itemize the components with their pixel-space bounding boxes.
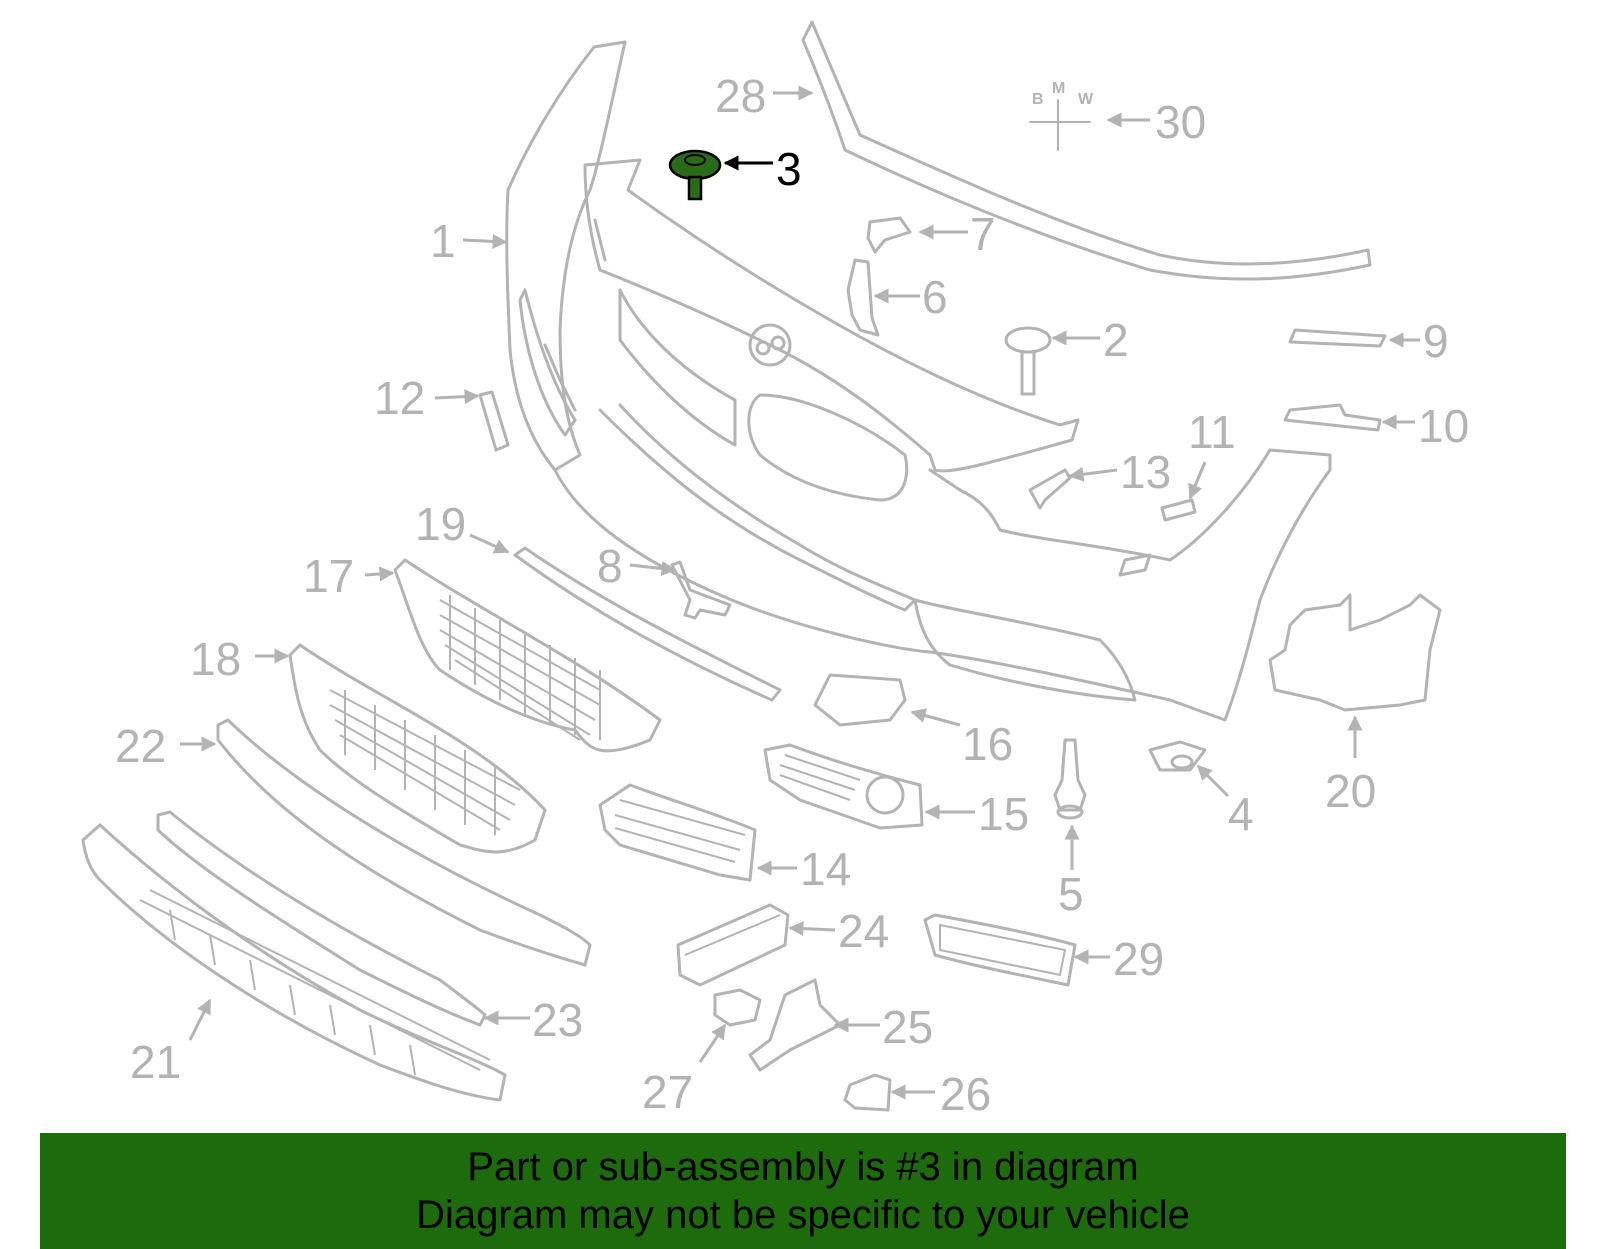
callout-4: 4 <box>1228 788 1254 840</box>
part-12-plate <box>478 390 510 452</box>
callout-28: 28 <box>715 70 766 122</box>
part-5-clip <box>1053 738 1087 820</box>
callout-6: 6 <box>922 271 948 323</box>
callout-21: 21 <box>130 1036 181 1088</box>
part-8-bracket <box>670 560 732 620</box>
callout-16: 16 <box>962 718 1013 770</box>
logo-letter-w: W <box>1078 91 1094 108</box>
part-1-bumper-cover <box>505 40 1332 722</box>
part-11-cap <box>1160 498 1197 522</box>
part-19-strip <box>513 546 782 702</box>
part-26-cap <box>843 1073 892 1112</box>
callout-12: 12 <box>374 372 425 424</box>
callout-24: 24 <box>838 905 889 957</box>
banner-line-part: Part or sub-assembly is #3 in diagram <box>467 1145 1139 1189</box>
callout-labels: 1 2 3 4 5 6 7 8 9 10 11 12 13 14 15 16 1… <box>115 70 1469 1120</box>
part-16-bracket <box>813 673 907 727</box>
part-28-trim-strip <box>801 20 1372 281</box>
part-29-trim <box>923 913 1077 987</box>
callout-25: 25 <box>882 1001 933 1053</box>
part-6-bracket <box>846 258 880 337</box>
callout-23: 23 <box>532 994 583 1046</box>
part-22-bar <box>216 718 592 967</box>
part-7-bracket <box>866 216 912 254</box>
callout-10: 10 <box>1418 400 1469 452</box>
part-27-bracket <box>713 988 762 1027</box>
callout-18: 18 <box>190 633 241 685</box>
callout-17: 17 <box>303 550 354 602</box>
part-25-bracket <box>748 978 842 1072</box>
callout-22: 22 <box>115 720 166 772</box>
logo-letter-m: M <box>1052 80 1065 97</box>
callout-2: 2 <box>1103 314 1129 366</box>
callout-arrows <box>180 85 1420 1100</box>
part-20-bracket <box>1268 593 1442 712</box>
callout-27: 27 <box>642 1066 693 1118</box>
callout-29: 29 <box>1113 933 1164 985</box>
callout-11: 11 <box>1188 406 1236 458</box>
part-4-nut <box>1148 740 1207 772</box>
callout-13: 13 <box>1120 446 1171 498</box>
callout-30: 30 <box>1155 96 1206 148</box>
part-2-screw <box>1004 326 1052 396</box>
logo-letter-b: B <box>1032 91 1044 108</box>
callout-20: 20 <box>1325 765 1376 817</box>
callout-15: 15 <box>978 788 1029 840</box>
part-10-trim <box>1283 403 1382 432</box>
callout-9: 9 <box>1423 315 1449 367</box>
part-3-screw-highlighted[interactable] <box>668 149 722 201</box>
info-banner: Part or sub-assembly is #3 in diagram Di… <box>40 1133 1566 1249</box>
part-24-bracket <box>676 903 790 987</box>
part-17-grille <box>393 558 662 753</box>
part-23-bar <box>156 810 487 1027</box>
callout-7: 7 <box>970 208 996 260</box>
callout-8: 8 <box>597 540 623 592</box>
callout-14: 14 <box>800 843 851 895</box>
part-9-trim <box>1288 328 1387 348</box>
part-21-carrier <box>81 823 507 1102</box>
callout-3[interactable]: 3 <box>776 143 802 195</box>
callout-1: 1 <box>430 215 456 267</box>
callout-26: 26 <box>940 1068 991 1120</box>
part-30-logo: B M W <box>1029 80 1094 151</box>
part-13-bracket <box>1028 468 1072 510</box>
part-18-grille <box>288 643 547 854</box>
banner-line-disclaimer: Diagram may not be specific to your vehi… <box>416 1193 1190 1237</box>
part-15-fog-grille <box>763 743 924 830</box>
part-14-grille <box>598 783 757 882</box>
callout-5: 5 <box>1058 868 1084 920</box>
callout-19: 19 <box>415 498 466 550</box>
